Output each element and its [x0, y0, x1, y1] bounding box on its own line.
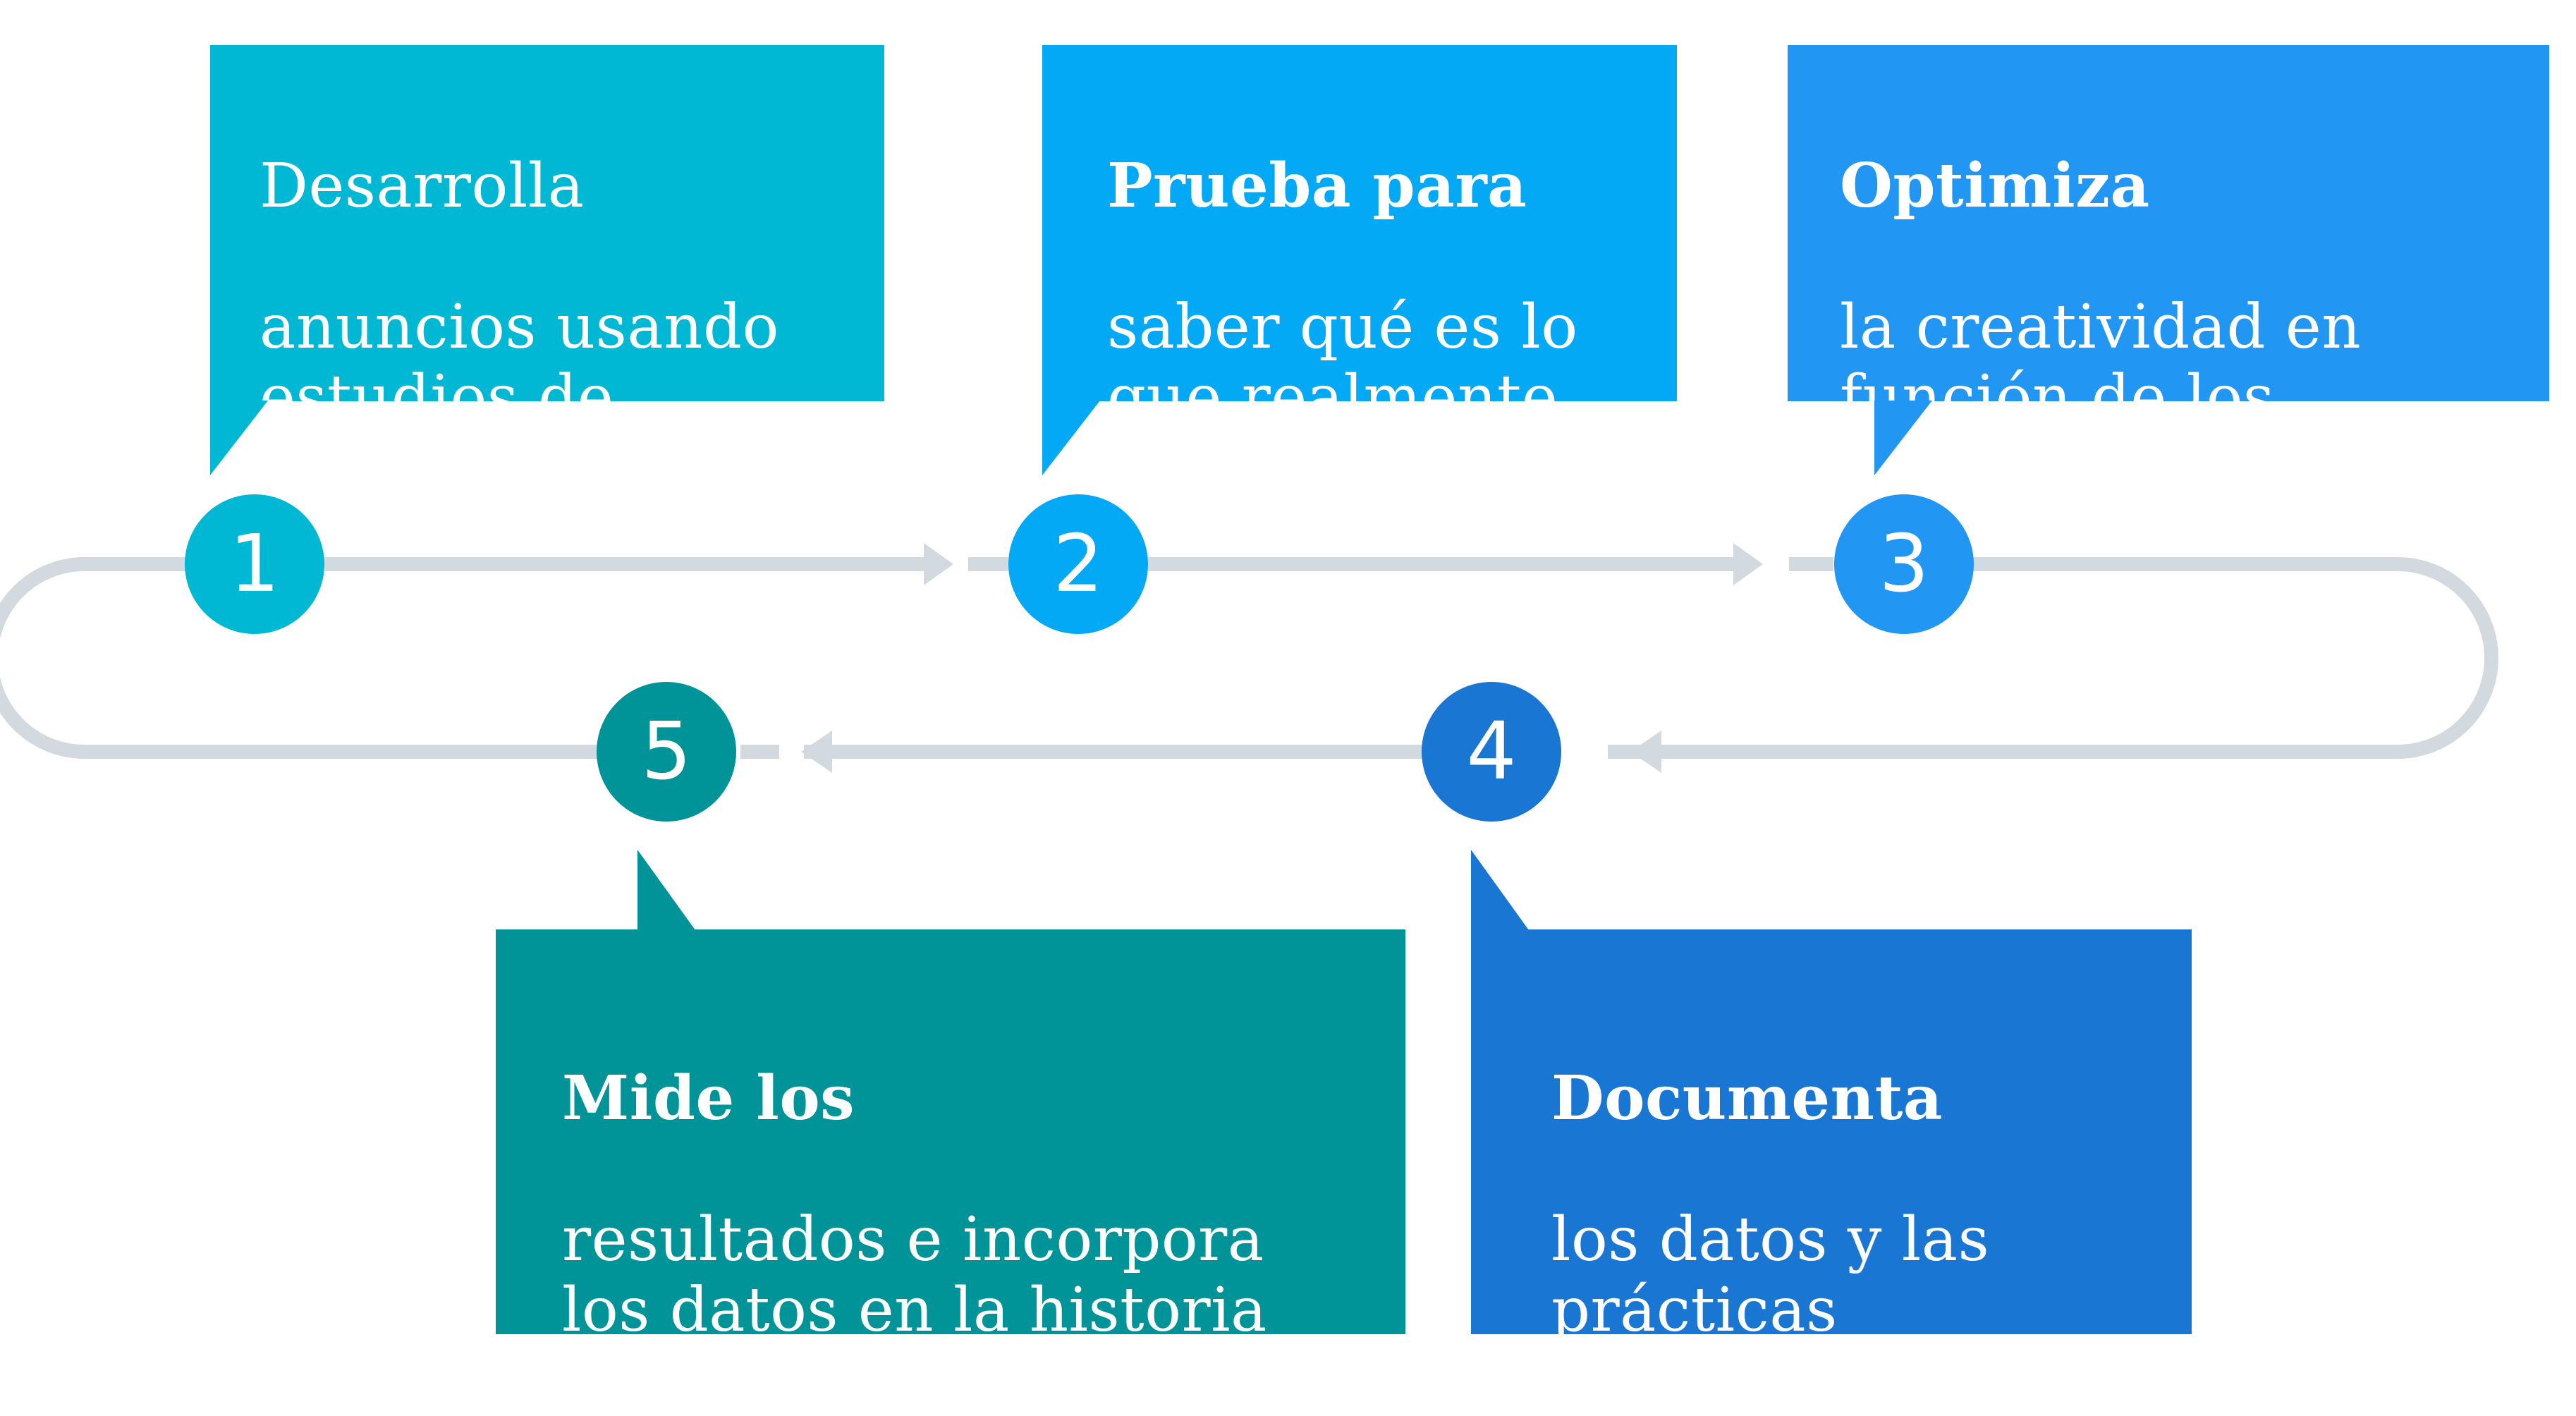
step-2-title: Prueba para: [1107, 150, 1527, 221]
step-5-callout-tail: [637, 850, 695, 930]
step-4-body: los datos y las prácticas recomendadas: [1551, 1204, 2005, 1416]
step-1-number-badge: 1: [185, 494, 324, 634]
step-3-callout-tail: [1874, 401, 1932, 475]
arrowhead-4-5: [801, 731, 832, 773]
step-4-text: Documenta los datos y las prácticas reco…: [1551, 993, 2005, 1416]
step-2-body: saber qué es lo que realmente funciona: [1107, 292, 1578, 503]
arrowhead-3-4: [1630, 731, 1661, 773]
step-3-text: Optimiza la creatividad en función de lo…: [1840, 80, 2432, 504]
arrowhead-2-3: [1733, 543, 1763, 585]
step-5-callout: Mide los resultados e incorpora los dato…: [496, 929, 1405, 1416]
step-5-title: Mide los: [562, 1063, 855, 1134]
step-2-callout-tail: [1042, 401, 1100, 475]
track-loop-right: [1643, 557, 2498, 759]
cycle-track: [0, 543, 2498, 773]
step-2-number-badge: 2: [1008, 494, 1148, 634]
step-1-title: Desarrolla: [260, 151, 585, 221]
step-4-title: Documenta: [1551, 1063, 1943, 1134]
step-3-body: la creatividad en función de los mejores…: [1840, 292, 2432, 503]
step-1-body: anuncios usando estudios de consumo: [260, 292, 779, 503]
step-3-number-badge: 3: [1834, 494, 1974, 634]
arrowhead-1-2: [924, 543, 953, 585]
step-2-text: Prueba para saber qué es lo que realment…: [1107, 80, 1578, 504]
step-1-callout-tail: [210, 401, 268, 475]
step-5-body: resultados e incorpora los datos en la h…: [562, 1204, 1267, 1416]
step-3-title: Optimiza: [1840, 150, 2150, 221]
step-4-callout: Documenta los datos y las prácticas reco…: [1471, 929, 2192, 1416]
step-3-callout: Optimiza la creatividad en función de lo…: [1788, 45, 2549, 503]
track-loop: [0, 557, 606, 759]
step-5-number-badge: 5: [597, 682, 736, 822]
step-4-number-badge: 4: [1422, 682, 1561, 822]
step-1-text: Desarrolla anuncios usando estudios de c…: [260, 80, 779, 503]
step-4-callout-tail: [1471, 850, 1529, 930]
step-2-callout: Prueba para saber qué es lo que realment…: [1042, 45, 1677, 503]
step-5-text: Mide los resultados e incorpora los dato…: [562, 993, 1267, 1416]
step-1-callout: Desarrolla anuncios usando estudios de c…: [210, 45, 884, 503]
